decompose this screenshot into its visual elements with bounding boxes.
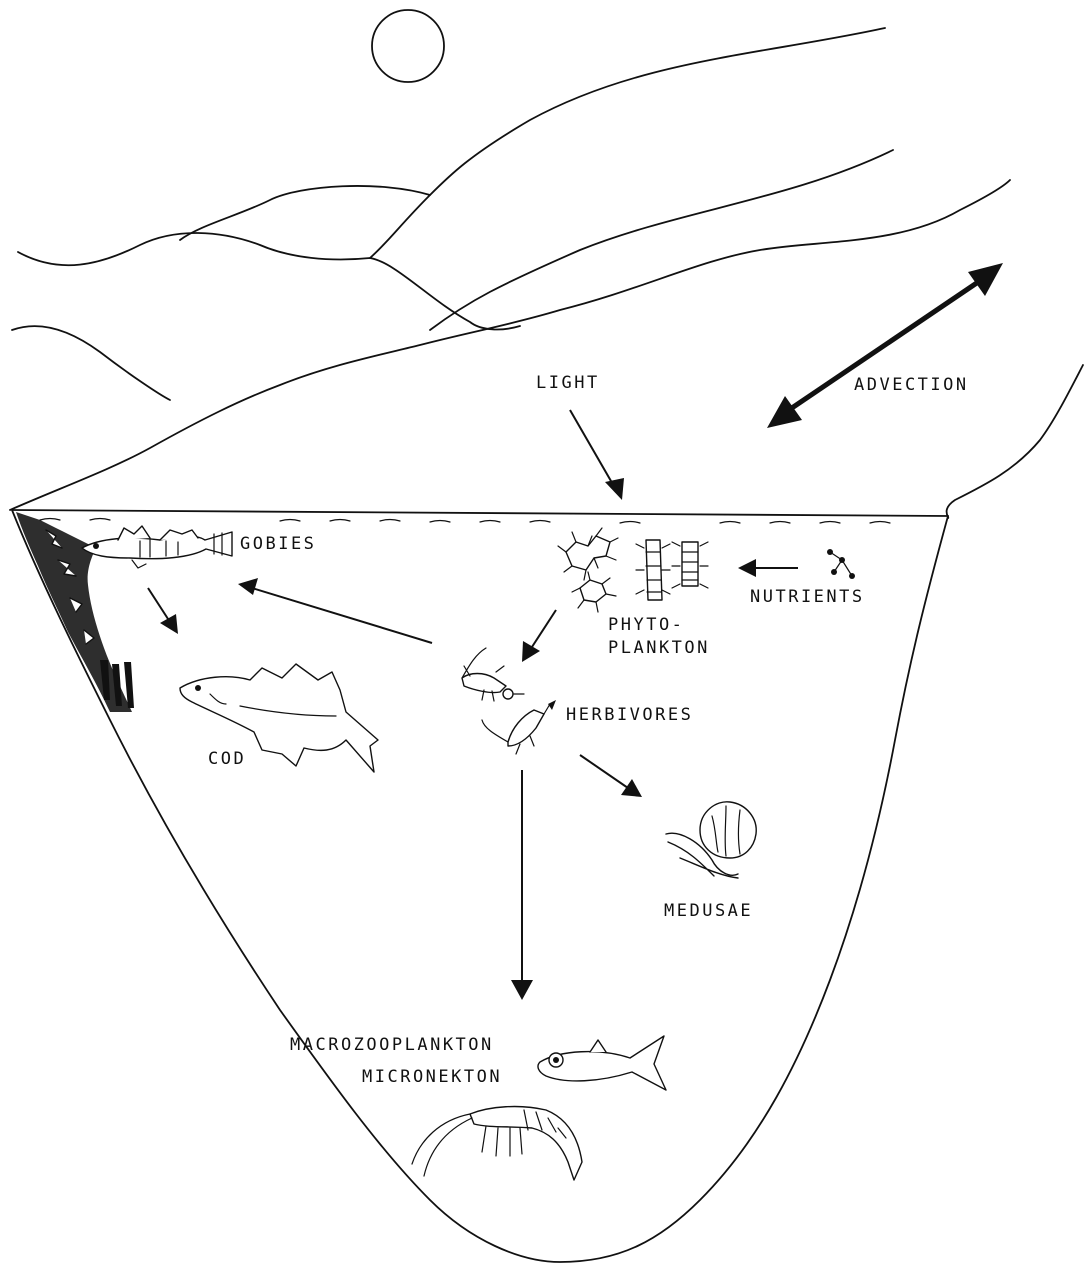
gobies-to-cod-arrow: [148, 588, 178, 634]
nutrients-arrow: [738, 559, 798, 577]
label-advection: ADVECTION: [854, 375, 969, 395]
sun-icon: [372, 10, 444, 82]
mountain-ridge-3: [180, 186, 430, 240]
landscape: [10, 10, 1083, 518]
lanternfish-icon: [538, 1036, 666, 1090]
water-surface-line: [12, 510, 948, 516]
water-surface-ripples: [40, 519, 890, 524]
fjord-basin: [12, 510, 948, 1262]
mountain-ridge-5: [12, 326, 170, 400]
mountain-ridge-2: [430, 150, 893, 330]
herbivores-to-medusae-arrow: [580, 755, 642, 797]
far-mountain-ridge: [370, 28, 885, 258]
left-shoreline: [10, 180, 1010, 510]
label-nutrients: NUTRIENTS: [750, 587, 865, 607]
jellyfish-icon: [666, 802, 756, 878]
herbivores-to-gobies-arrow: [238, 578, 432, 643]
label-cod: COD: [208, 749, 246, 769]
basin-outline: [12, 510, 948, 1262]
goby-fish-icon: [82, 526, 232, 568]
label-phytoplankton-2: PLANKTON: [608, 638, 710, 658]
nutrient-molecule-icon: [827, 549, 855, 579]
label-light: LIGHT: [536, 373, 600, 393]
label-micronekton: MICRONEKTON: [362, 1067, 502, 1087]
label-phytoplankton-1: PHYTO-: [608, 615, 684, 635]
label-herbivores: HERBIVORES: [566, 705, 693, 725]
label-macrozooplankton: MACROZOOPLANKTON: [290, 1035, 494, 1055]
herbivores-to-macrozooplankton-arrow: [511, 770, 533, 1000]
mountain-ridge-4: [18, 233, 520, 330]
copepod-icon: [462, 648, 556, 754]
advection-arrow: [767, 263, 1003, 428]
label-gobies: GOBIES: [240, 534, 316, 554]
shrimp-icon: [412, 1107, 582, 1180]
phyto-to-herbivores-arrow: [522, 610, 556, 662]
diatom-chain-icon: [558, 528, 708, 612]
label-medusae: MEDUSAE: [664, 901, 753, 921]
light-arrow: [570, 410, 624, 500]
